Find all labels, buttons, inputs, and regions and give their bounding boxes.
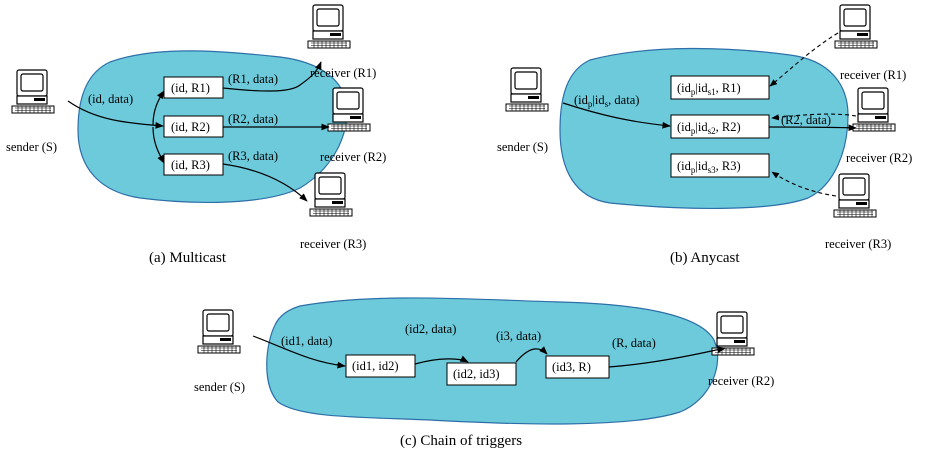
packet-label: (R, data): [612, 336, 656, 350]
receiver-r1-computer-icon: [834, 4, 878, 49]
packet-label: (id1, data): [281, 334, 332, 348]
sender-computer-icon: [11, 69, 55, 114]
text-fragment: |: [592, 93, 595, 107]
packet-label: (R2, data): [228, 112, 278, 126]
text-fragment: , R2): [716, 120, 741, 134]
trigger-node: (id, R3): [163, 153, 224, 176]
text-fragment: id: [595, 93, 605, 107]
text-fragment: id: [698, 120, 708, 134]
packet-arrow: [608, 346, 726, 368]
trigger-label: (id1, id2): [352, 359, 399, 373]
text-fragment: , data): [608, 93, 639, 107]
receiver-r3-label: receiver (R3): [825, 237, 891, 251]
panel-chain: sender (S) receiver (R2) (id1, id2) (id2…: [194, 297, 774, 449]
text-fragment: id: [698, 81, 708, 95]
caption-anycast: (b) Anycast: [670, 250, 740, 266]
subscript: p: [691, 126, 696, 136]
caption-multicast: (a) Multicast: [149, 250, 227, 266]
trigger-node: (idp|ids1, R1): [670, 75, 770, 100]
trigger-node: (id, R2): [163, 115, 224, 138]
packet-arrow: [414, 355, 469, 365]
subscript: s: [605, 99, 609, 109]
packet-label: (id2, data): [405, 322, 456, 336]
packet-arrow: [67, 100, 164, 129]
receiver-r3-computer-icon: [309, 172, 353, 217]
text-fragment: , R1): [716, 81, 741, 95]
text-fragment: id: [681, 120, 691, 134]
trigger-insert-arrow: [771, 113, 857, 121]
trigger-label: (id, R1): [171, 81, 210, 95]
trigger-node: (idp|ids3, R3): [670, 153, 770, 178]
trigger-node: (idp|ids2, R2): [670, 114, 770, 139]
subscript: s3: [708, 165, 717, 175]
receiver-r2-label: receiver (R2): [320, 150, 386, 164]
packet-arrow: [152, 90, 165, 126]
trigger-insert-arrow: [771, 171, 837, 197]
packet-arrow: [252, 335, 346, 369]
trigger-label: (id, R3): [171, 158, 210, 172]
receiver-computer-icon: [711, 311, 755, 356]
packet-arrow: [515, 346, 548, 363]
text-fragment: (: [574, 93, 578, 107]
packet-arrow: [222, 61, 322, 92]
packet-arrow: [768, 124, 857, 132]
trigger-node: (id3, R): [545, 355, 610, 379]
packet-label: (R3, data): [228, 149, 278, 163]
sender-computer-icon: [197, 309, 241, 354]
trigger-node: (id2, id3): [446, 362, 517, 386]
trigger-label: (idp|ids2, R2): [677, 120, 741, 136]
receiver-r1-computer-icon: [307, 4, 351, 49]
cloud-chain: [266, 297, 719, 425]
trigger-label: (id2, id3): [453, 367, 500, 381]
receiver-r2-computer-icon: [852, 87, 896, 132]
receiver-r3-computer-icon: [833, 173, 877, 218]
packet-arrow: [222, 163, 308, 202]
packet-label: (idp|ids, data): [574, 93, 639, 109]
packet-arrow: [562, 102, 671, 129]
sender-computer-icon: [505, 67, 549, 112]
receiver-r2-computer-icon: [327, 87, 371, 132]
text-fragment: |: [695, 120, 698, 134]
subscript: p: [691, 165, 696, 175]
text-fragment: (: [677, 159, 681, 173]
text-fragment: id: [578, 93, 588, 107]
packet-label: (R1, data): [228, 72, 278, 86]
text-fragment: (: [677, 120, 681, 134]
text-fragment: , R3): [716, 159, 741, 173]
text-fragment: (: [677, 81, 681, 95]
subscript: p: [691, 87, 696, 97]
caption-chain: (c) Chain of triggers: [400, 433, 522, 449]
text-fragment: |: [695, 81, 698, 95]
text-fragment: id: [681, 159, 691, 173]
subscript: s2: [708, 126, 716, 136]
trigger-label: (id3, R): [552, 360, 591, 374]
receiver-r1-label: receiver (R1): [310, 66, 376, 80]
text-fragment: |: [695, 159, 698, 173]
trigger-insert-arrow: [769, 32, 839, 87]
panel-anycast: sender (S) receiver (R1) receiver (R2) r…: [497, 4, 912, 266]
packet-arrow: [152, 126, 165, 164]
receiver-label: receiver (R2): [708, 374, 774, 388]
sender-label: sender (S): [6, 140, 57, 154]
text-fragment: id: [698, 159, 708, 173]
packet-label: (id, data): [88, 92, 133, 106]
subscript: p: [588, 99, 593, 109]
packet-label: (R2, data): [781, 113, 831, 127]
packet-label: (i3, data): [496, 329, 541, 343]
sender-label: sender (S): [194, 380, 245, 394]
trigger-label: (idp|ids3, R3): [677, 159, 741, 175]
trigger-node: (id, R1): [163, 76, 224, 99]
trigger-label: (idp|ids1, R1): [677, 81, 741, 97]
trigger-node: (id1, id2): [345, 354, 416, 378]
receiver-r3-label: receiver (R3): [300, 237, 366, 251]
sender-label: sender (S): [497, 140, 548, 154]
panel-multicast: sender (S) receiver (R1) receiver (R2) r…: [6, 4, 386, 266]
trigger-label: (id, R2): [171, 120, 210, 134]
receiver-r1-label: receiver (R1): [840, 68, 906, 82]
text-fragment: id: [681, 81, 691, 95]
subscript: s1: [708, 87, 716, 97]
receiver-r2-label: receiver (R2): [846, 151, 912, 165]
